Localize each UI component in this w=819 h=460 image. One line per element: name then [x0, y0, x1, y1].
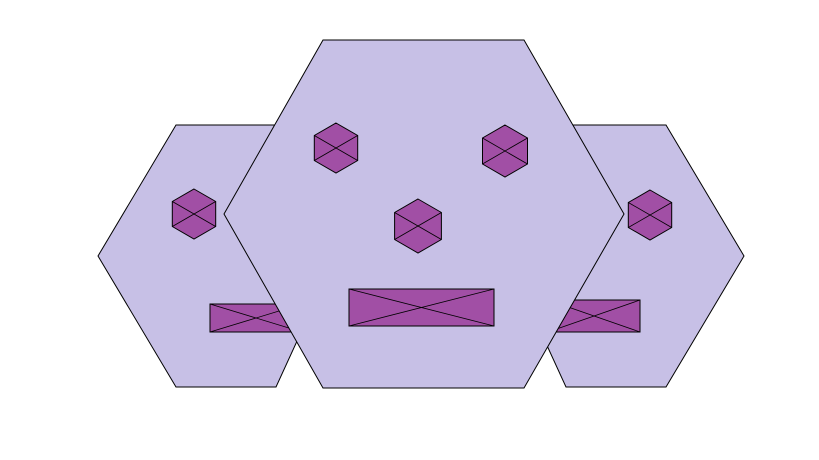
center-rectangle-marker: [348, 288, 495, 327]
left-hexagon-marker: [171, 188, 217, 240]
center-left-marker: [313, 122, 359, 174]
center-middle-marker: [394, 198, 442, 254]
small-hexagon-markers: [171, 122, 673, 254]
center-right-marker: [482, 124, 528, 178]
right-hexagon-marker: [627, 189, 673, 241]
